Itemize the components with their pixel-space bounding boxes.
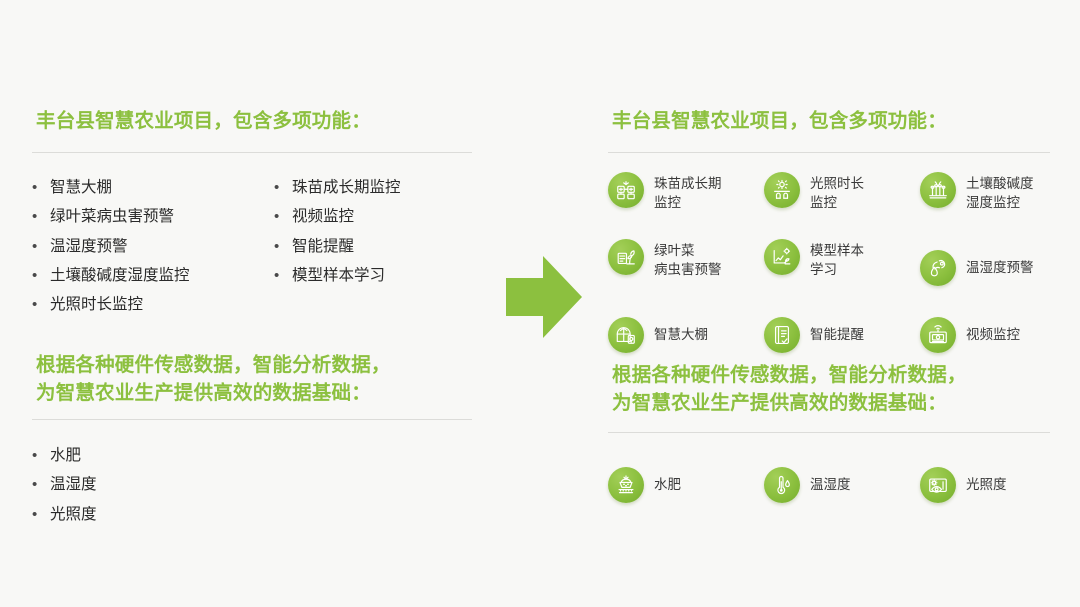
temp-humidity-alert-icon — [920, 250, 956, 286]
right-heading-functions: 丰台县智慧农业项目，包含多项功能： — [612, 110, 947, 132]
feature-label: 智能提醒 — [810, 327, 864, 343]
left-heading-data-line1: 根据各种硬件传感数据，智能分析数据， — [36, 354, 391, 376]
bullet-marker-icon: • — [32, 447, 38, 464]
bullet-marker-icon: • — [32, 266, 38, 284]
right-heading-data-line1: 根据各种硬件传感数据，智能分析数据， — [612, 364, 967, 386]
list-item: • 绿叶菜病虫害预警 — [32, 208, 252, 226]
left-heading-data: 根据各种硬件传感数据，智能分析数据， 为智慧农业生产提供高效的数据基础： — [36, 352, 486, 407]
bullet-marker-icon: • — [274, 208, 280, 226]
data-item-water-fertilizer[interactable]: 水肥 — [608, 460, 764, 510]
data-item-illuminance[interactable]: 光照度 — [920, 460, 1060, 510]
feature-item-smart-reminder[interactable]: 智能提醒 — [764, 306, 920, 364]
video-surveillance-icon — [920, 317, 956, 353]
list-item: • 光照度 — [32, 505, 332, 523]
data-label: 水肥 — [654, 477, 681, 493]
right-divider-top — [608, 152, 1050, 153]
bullet-label: 光照时长监控 — [50, 296, 144, 314]
data-icon-grid: 水肥 温湿度 — [608, 460, 1060, 510]
bullet-label: 土壤酸碱度湿度监控 — [50, 266, 190, 284]
list-item: • 智慧大棚 — [32, 179, 252, 196]
bullet-label: 温湿度预警 — [50, 237, 128, 255]
feature-icon-grid: 珠苗成长期 监控 光照时长 监控 — [608, 172, 1060, 364]
transform-arrow-icon — [506, 256, 582, 338]
bullet-label: 温湿度 — [50, 476, 97, 494]
bullet-label: 珠苗成长期监控 — [292, 179, 401, 196]
feature-label: 绿叶菜 病虫害预警 — [654, 243, 722, 278]
list-item: • 温湿度预警 — [32, 237, 252, 255]
bullet-label: 智能提醒 — [292, 237, 355, 255]
data-label: 光照度 — [966, 477, 1007, 493]
leafy-greens-pest-alert-icon — [608, 239, 644, 275]
bullet-label: 智慧大棚 — [50, 179, 113, 196]
smart-greenhouse-icon — [608, 317, 644, 353]
water-fertilizer-icon — [608, 467, 644, 503]
list-item: • 模型样本学习 — [274, 266, 472, 284]
thermometer-humidity-icon — [764, 467, 800, 503]
left-feature-bullet-list: • 智慧大棚 • 绿叶菜病虫害预警 • 温湿度预警 • 土壤酸碱度湿度监控 • — [32, 179, 472, 326]
list-item: • 水肥 — [32, 447, 332, 464]
list-item: • 光照时长监控 — [32, 296, 252, 314]
seedling-growth-monitor-icon — [608, 172, 644, 208]
bullet-marker-icon: • — [274, 266, 280, 284]
list-item: • 温湿度 — [32, 476, 332, 494]
bullet-marker-icon: • — [274, 237, 280, 255]
left-heading-functions: 丰台县智慧农业项目，包含多项功能： — [36, 110, 371, 132]
bullet-marker-icon: • — [32, 296, 38, 314]
list-item: • 珠苗成长期监控 — [274, 179, 472, 196]
bullet-marker-icon: • — [32, 505, 38, 523]
list-item: • 土壤酸碱度湿度监控 — [32, 266, 252, 284]
feature-label: 视频监控 — [966, 327, 1020, 343]
bullet-marker-icon: • — [32, 476, 38, 494]
left-heading-data-line2: 为智慧农业生产提供高效的数据基础： — [36, 381, 371, 404]
bullet-label: 光照度 — [50, 505, 97, 523]
data-label: 温湿度 — [810, 477, 851, 493]
sunlight-duration-icon — [764, 172, 800, 208]
feature-item-smart-greenhouse[interactable]: 智慧大棚 — [608, 306, 764, 364]
feature-item-video-surveillance[interactable]: 视频监控 — [920, 306, 1060, 364]
feature-item-sunlight-duration[interactable]: 光照时长 监控 — [764, 172, 920, 230]
bullet-marker-icon: • — [274, 179, 280, 196]
bullet-marker-icon: • — [32, 179, 38, 196]
feature-label: 智慧大棚 — [654, 327, 708, 343]
list-item: • 视频监控 — [274, 208, 472, 226]
feature-label: 模型样本 学习 — [810, 243, 864, 278]
feature-item-temp-humidity-alert[interactable]: 温湿度预警 — [920, 239, 1060, 297]
feature-item-leafy-greens-pest[interactable]: 绿叶菜 病虫害预警 — [608, 239, 764, 297]
feature-label: 土壤酸碱度 湿度监控 — [966, 176, 1034, 211]
soil-ph-humidity-icon — [920, 172, 956, 208]
left-panel: 丰台县智慧农业项目，包含多项功能： • 智慧大棚 • 绿叶菜病虫害预警 • 温湿… — [32, 0, 472, 607]
feature-label: 温湿度预警 — [966, 260, 1034, 276]
bullet-marker-icon: • — [32, 208, 38, 226]
right-heading-data: 根据各种硬件传感数据，智能分析数据， 为智慧农业生产提供高效的数据基础： — [612, 362, 1062, 417]
right-divider-bottom — [608, 432, 1050, 433]
list-item: • 智能提醒 — [274, 237, 472, 255]
model-sample-learning-icon — [764, 239, 800, 275]
feature-item-soil-ph-humidity[interactable]: 土壤酸碱度 湿度监控 — [920, 172, 1060, 230]
right-heading-data-line2: 为智慧农业生产提供高效的数据基础： — [612, 391, 947, 414]
smart-reminder-icon — [764, 317, 800, 353]
data-item-temp-humidity[interactable]: 温湿度 — [764, 460, 920, 510]
left-data-bullet-list: • 水肥 • 温湿度 • 光照度 — [32, 447, 332, 536]
bullet-column-1: • 智慧大棚 • 绿叶菜病虫害预警 • 温湿度预警 • 土壤酸碱度湿度监控 • — [32, 179, 252, 326]
left-divider-top — [32, 152, 472, 153]
bullet-label: 视频监控 — [292, 208, 355, 226]
feature-item-model-sample-learning[interactable]: 模型样本 学习 — [764, 239, 920, 297]
bullet-marker-icon: • — [32, 237, 38, 255]
bullet-label: 模型样本学习 — [292, 266, 386, 284]
feature-label: 珠苗成长期 监控 — [654, 176, 722, 211]
feature-label: 光照时长 监控 — [810, 176, 864, 211]
bullet-column-2: • 珠苗成长期监控 • 视频监控 • 智能提醒 • 模型样本学习 — [252, 179, 472, 326]
illuminance-icon — [920, 467, 956, 503]
bullet-label: 水肥 — [50, 447, 82, 464]
left-divider-bottom — [32, 419, 472, 420]
right-panel: 丰台县智慧农业项目，包含多项功能： 珠苗成 — [608, 0, 1050, 607]
feature-item-seedling-growth[interactable]: 珠苗成长期 监控 — [608, 172, 764, 230]
bullet-label: 绿叶菜病虫害预警 — [50, 208, 175, 226]
